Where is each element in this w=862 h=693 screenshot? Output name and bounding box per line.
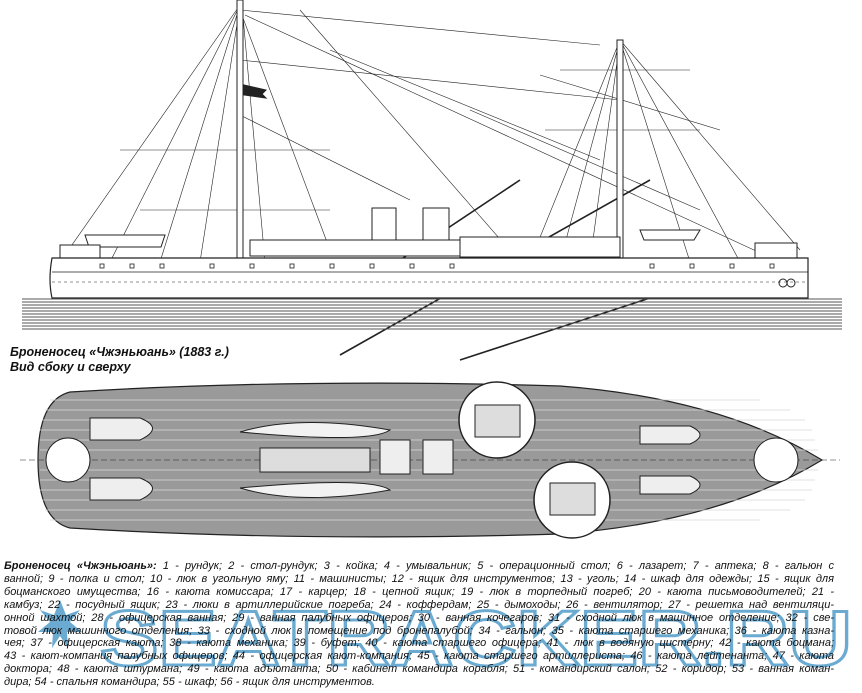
hull-side <box>49 257 809 299</box>
boat <box>639 229 701 241</box>
legend-line: доктора; 48 - каюта штурмана; 49 - каюта… <box>4 663 834 676</box>
legend-line: онной шахтой; 28 - офицерская ванная; 29… <box>4 611 834 624</box>
legend-line: 43 - кают-компания палубных офицеров; 44… <box>4 650 834 663</box>
legend-line: боцманского имущества; 16 - каюта комисс… <box>4 585 834 598</box>
fore-gun-mount <box>753 437 799 483</box>
aft-gun-mount <box>45 437 91 483</box>
foremast <box>236 0 244 263</box>
funnel-fore-top <box>379 439 411 475</box>
legend-line: чея; 37 - офицерская каюта; 38 - каюта м… <box>4 637 834 650</box>
title-line-2: Вид сбоку и сверху <box>10 360 131 374</box>
legend-line: камбуз; 22 - посудный ящик; 23 - люки в … <box>4 598 834 611</box>
mainmast <box>616 39 624 263</box>
water <box>22 298 842 330</box>
side-view <box>22 0 842 361</box>
ship-drawing <box>20 0 842 539</box>
legend-line: товой люк машинного отделения; 33 - сход… <box>4 624 834 637</box>
title-line-1: Броненосец «Чжэньюань» (1883 г.) <box>10 345 229 359</box>
superstructure <box>459 236 621 258</box>
boat <box>89 417 153 441</box>
legend-caption: Броненосец «Чжэньюань»: 1 - рундук; 2 - … <box>4 560 834 689</box>
boat <box>239 421 392 439</box>
legend-line: ванной; 9 - полка и стол; 10 - люк в уго… <box>4 572 834 585</box>
legend-lead: Броненосец «Чжэньюань»: <box>4 560 157 572</box>
boat <box>639 475 701 495</box>
boat <box>239 481 392 499</box>
funnel-aft-top <box>422 439 454 475</box>
superstructure <box>249 239 481 257</box>
boat <box>89 477 153 501</box>
skylight <box>259 447 371 473</box>
top-view <box>20 381 840 539</box>
portholes <box>99 263 775 269</box>
boat <box>639 425 701 445</box>
legend-line: 1 - рундук; 2 - стол-рундук; 3 - койка; … <box>156 560 834 572</box>
figure-title: Броненосец «Чжэньюань» (1883 г.) Вид сбо… <box>10 345 229 375</box>
boat <box>84 234 166 248</box>
pennant <box>243 84 268 99</box>
legend-line: дира; 54 - спальня командира; 55 - шкаф;… <box>4 676 375 689</box>
